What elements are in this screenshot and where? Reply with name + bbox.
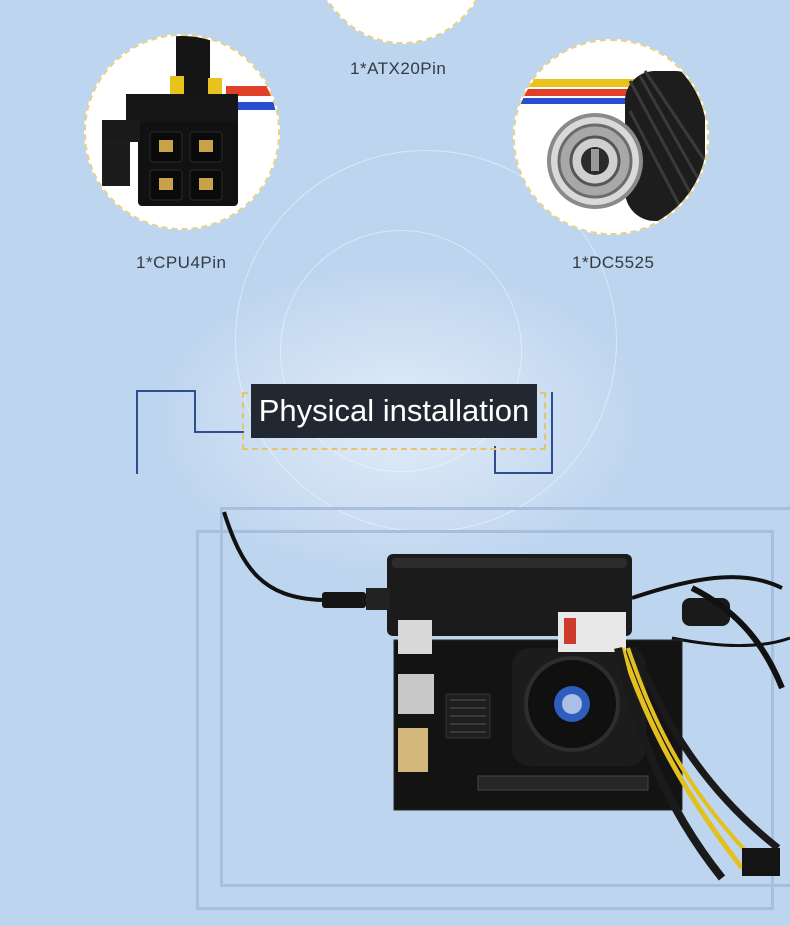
photo-frame-outer bbox=[196, 530, 774, 910]
dc5525-caption: 1*DC5525 bbox=[572, 253, 655, 272]
decor-line-right-step bbox=[494, 446, 496, 474]
section-title: Physical installation bbox=[251, 384, 537, 438]
background-ring bbox=[280, 230, 522, 472]
atx20pin-connector-image bbox=[312, 0, 492, 44]
decor-line-left-step bbox=[194, 390, 196, 432]
photo-frame-inner bbox=[220, 507, 790, 887]
dc5525-connector-image bbox=[513, 39, 709, 235]
cpu4pin-connector-image bbox=[84, 34, 280, 230]
cpu4pin-caption: 1*CPU4Pin bbox=[136, 253, 227, 272]
motherboard-installation-image bbox=[222, 508, 790, 886]
decor-line-right-vertical bbox=[551, 392, 553, 474]
decor-line-left-top bbox=[136, 390, 194, 392]
decor-line-right-bottom bbox=[494, 472, 553, 474]
atx20pin-caption: 1*ATX20Pin bbox=[350, 59, 447, 78]
decor-line-left-vertical bbox=[136, 390, 138, 474]
decor-line-left-connector bbox=[194, 431, 244, 433]
